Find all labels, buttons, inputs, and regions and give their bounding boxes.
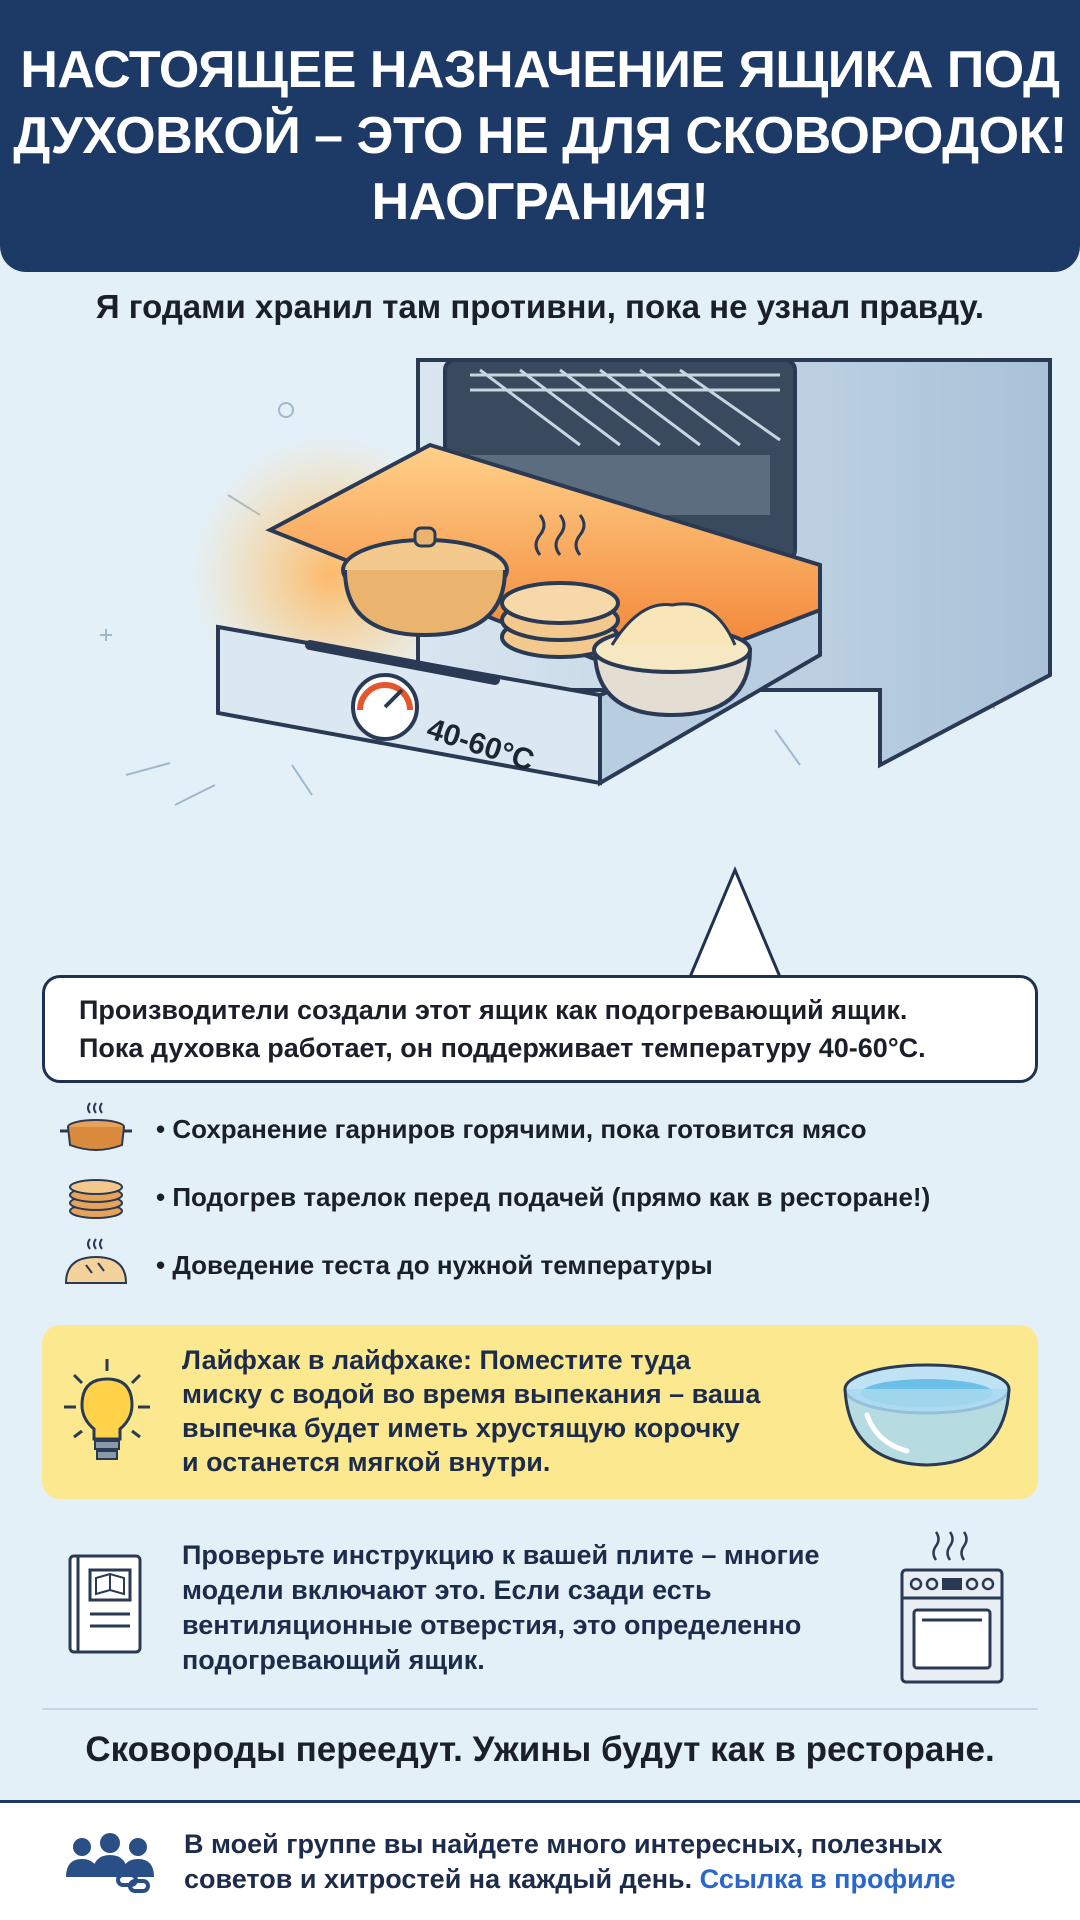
profile-link[interactable]: Ссылка в профиле <box>699 1864 956 1894</box>
instructions-text: Проверьте инструкцию к вашей плите – мно… <box>182 1538 912 1678</box>
water-bowl-icon <box>843 1363 1011 1467</box>
drawer-pot <box>341 526 509 638</box>
instructions-line: вентиляционные отверстия, это определенн… <box>182 1610 802 1640</box>
group-users-icon <box>66 1833 154 1893</box>
instructions-box: Проверьте инструкцию к вашей плите – мно… <box>42 1520 1038 1700</box>
lifehack-line: выпечка будет иметь хрустящую корочку <box>182 1413 740 1443</box>
footer-divider <box>0 1800 1080 1803</box>
title-line-1: НАСТОЯЩЕЕ НАЗНАЧЕНИЕ ЯЩИКА ПОД <box>20 41 1060 99</box>
list-item: Доведение теста до нужной температуры <box>56 1231 1056 1299</box>
footer-line-2-text: советов и хитростей на каждый день. <box>184 1864 693 1894</box>
subtitle: Я годами хранил там противни, пока не уз… <box>95 288 985 325</box>
divider <box>42 1708 1038 1710</box>
list-item-text: Доведение теста до нужной температуры <box>156 1250 712 1281</box>
instructions-line: Проверьте инструкцию к вашей плите – мно… <box>182 1540 820 1570</box>
warming-drawer: 40-60°C <box>216 442 822 787</box>
pot-icon <box>56 1095 156 1163</box>
callout-pointer <box>689 866 781 975</box>
plates-icon <box>56 1163 156 1231</box>
list-item-text: Сохранение гарниров горячими, пока готов… <box>156 1114 866 1145</box>
page-title: НАСТОЯЩЕЕ НАЗНАЧЕНИЕ ЯЩИКА ПОД ДУХОВКОЙ … <box>13 37 1067 235</box>
lifehack-line: Лайфхак в лайфхаке: Поместите туда <box>182 1345 691 1375</box>
title-line-2: ДУХОВКОЙ – ЭТО НЕ ДЛЯ СКОВОРОДОК! <box>13 107 1067 165</box>
lifehack-box: Лайфхак в лайфхаке: Поместите туда миску… <box>42 1325 1038 1499</box>
title-line-3: НАОГРАНИЯ! <box>371 173 709 231</box>
instructions-line: подогревающий ящик. <box>182 1645 485 1675</box>
callout-box: Производители создали этот ящик как подо… <box>42 975 1038 1083</box>
lightbulb-icon <box>64 1359 150 1460</box>
list-item: Сохранение гарниров горячими, пока готов… <box>56 1095 1056 1163</box>
bread-icon <box>56 1231 156 1299</box>
list-item-text: Подогрев тарелок перед подачей (прямо ка… <box>156 1182 930 1213</box>
drawer-plates <box>500 514 620 659</box>
benefits-list: Сохранение гарниров горячими, пока готов… <box>56 1095 1056 1299</box>
oven-drawer-illustration: 40-60°C <box>100 358 1052 975</box>
callout-line-1: Производители создали этот ящик как подо… <box>79 995 908 1025</box>
footer-text: В моей группе вы найдете много интересны… <box>184 1827 1064 1897</box>
motto-text: Сковороды переедут. Ужины будут как в ре… <box>85 1730 995 1769</box>
instructions-line: модели включают это. Если сзади есть <box>182 1575 712 1605</box>
drawer-dough-bowl <box>592 602 753 718</box>
thermometer-gauge <box>351 673 419 741</box>
callout-line-2: Пока духовка работает, он поддерживает т… <box>79 1033 926 1063</box>
footer: В моей группе вы найдете много интересны… <box>0 1803 1080 1920</box>
stove-icon <box>900 1531 1004 1684</box>
header-banner: НАСТОЯЩЕЕ НАЗНАЧЕНИЕ ЯЩИКА ПОД ДУХОВКОЙ … <box>0 0 1080 272</box>
footer-line-2: советов и хитростей на каждый день. Ссыл… <box>184 1862 1064 1897</box>
lifehack-line: и останется мягкой внутри. <box>182 1447 551 1477</box>
lifehack-line: миску с водой во время выпекания – ваша <box>182 1379 761 1409</box>
manual-book-icon <box>68 1554 142 1654</box>
list-item: Подогрев тарелок перед подачей (прямо ка… <box>56 1163 1056 1231</box>
footer-line-1: В моей группе вы найдете много интересны… <box>184 1829 943 1859</box>
lifehack-text: Лайфхак в лайфхаке: Поместите туда миску… <box>182 1343 842 1479</box>
